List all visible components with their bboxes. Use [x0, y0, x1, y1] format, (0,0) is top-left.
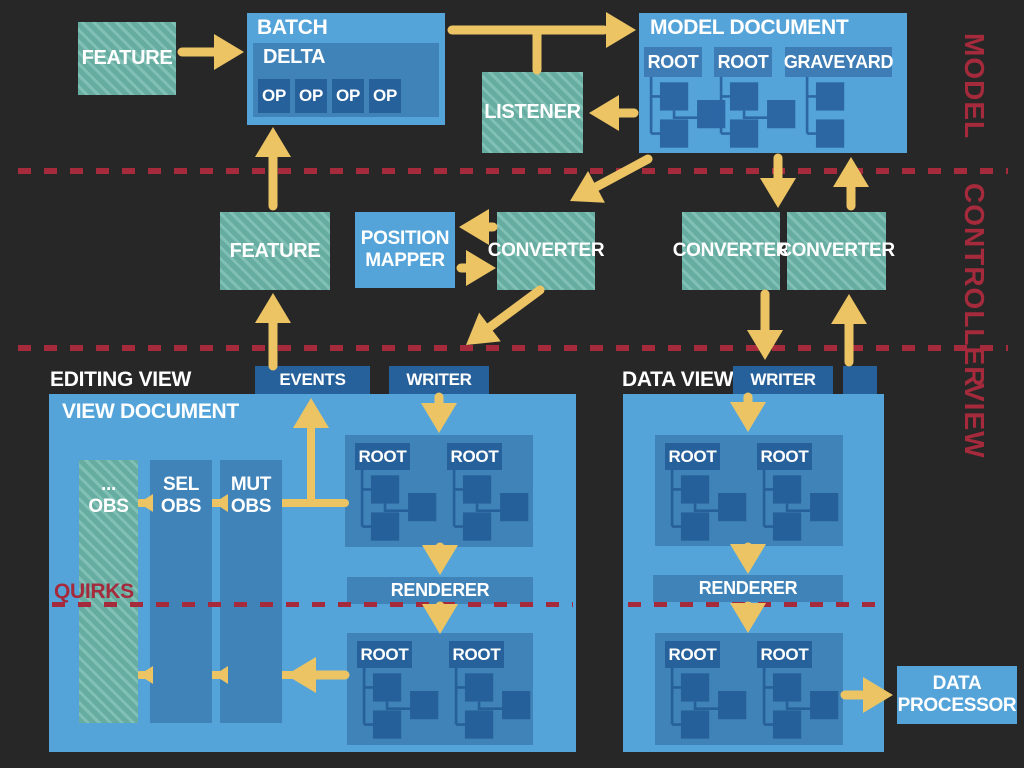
view-root-header: ROOT — [355, 443, 410, 470]
writer-box-editing: WRITER — [389, 366, 489, 394]
renderer-box-data: RENDERER — [653, 575, 843, 602]
arrowhead — [570, 171, 605, 203]
arrowhead — [255, 127, 291, 157]
quirks-divider-editing — [52, 602, 573, 607]
arrowhead — [459, 209, 489, 245]
view-root-header: ROOT — [447, 443, 502, 470]
data-view-title: DATA VIEW — [622, 368, 734, 391]
renderer-box-editing: RENDERER — [347, 577, 533, 604]
observer-mut-column: MUT OBS — [220, 460, 282, 723]
arrow-converter-to-writer — [485, 285, 545, 332]
view-root-tree — [355, 470, 439, 546]
layer-label-model: MODEL — [959, 33, 990, 140]
observer-other-column: ... OBS — [79, 460, 138, 723]
position-mapper-line1: POSITION — [360, 228, 450, 250]
model-root-tree — [714, 77, 798, 153]
arrowhead — [466, 312, 501, 345]
position-mapper-box: POSITION MAPPER — [355, 212, 455, 288]
controller-view-divider — [18, 345, 1008, 351]
model-root-header: ROOT — [714, 47, 772, 77]
op-box: OP — [369, 79, 401, 113]
layer-label-view: VIEW — [959, 383, 990, 459]
data-processor-line2: PROCESSOR — [897, 695, 1017, 716]
arrowhead — [589, 95, 619, 131]
model-document-label: MODEL DOCUMENT — [650, 16, 849, 39]
view-root-tree — [447, 470, 531, 546]
converter-box-left: CONVERTER — [488, 212, 605, 290]
view-root-header: ROOT — [357, 641, 412, 668]
observer-sel-column: SEL OBS — [150, 460, 212, 723]
feature-box-controller: FEATURE — [220, 212, 330, 290]
model-graveyard-header: GRAVEYARD — [784, 47, 893, 77]
view-root-tree — [665, 470, 749, 546]
op-box: OP — [258, 79, 290, 113]
view-root-header: ROOT — [449, 641, 504, 668]
observer-sel-line1: SEL — [162, 474, 200, 495]
view-root-tree — [757, 668, 841, 744]
arrowhead — [606, 12, 636, 48]
converter-box-up: CONVERTER — [778, 212, 895, 290]
data-processor-box: DATA PROCESSOR — [897, 666, 1017, 724]
observer-sel-line2: OBS — [160, 495, 202, 517]
quirks-divider-data — [628, 602, 878, 607]
view-root-header: ROOT — [665, 443, 720, 470]
view-root-header: ROOT — [757, 443, 812, 470]
model-root-header: ROOT — [644, 47, 702, 77]
op-box: OP — [295, 79, 327, 113]
view-root-header: ROOT — [665, 641, 720, 668]
listener-box: LISTENER — [482, 72, 583, 153]
data-view-small-box — [843, 366, 877, 394]
view-root-tree — [449, 668, 533, 744]
observer-other-line1: ... — [101, 474, 116, 495]
view-root-header: ROOT — [757, 641, 812, 668]
writer-box-data: WRITER — [733, 366, 833, 394]
layer-label-controller: CONTROLLER — [959, 183, 990, 388]
events-box: EVENTS — [255, 366, 370, 394]
view-root-tree — [665, 668, 749, 744]
observer-mut-line1: MUT — [230, 474, 272, 495]
model-graveyard-tree — [800, 77, 884, 153]
view-document-label: VIEW DOCUMENT — [62, 400, 239, 423]
arrowhead — [255, 293, 291, 323]
data-processor-line1: DATA — [932, 673, 982, 695]
editing-view-title: EDITING VIEW — [50, 368, 192, 391]
batch-label: BATCH — [257, 16, 328, 39]
quirks-label: QUIRKS — [54, 580, 134, 603]
observer-mut-line2: OBS — [230, 495, 272, 517]
arrowhead — [214, 34, 244, 70]
model-controller-divider — [18, 168, 1008, 174]
delta-label: DELTA — [263, 46, 326, 68]
observer-other-line2: OBS — [88, 495, 129, 517]
view-root-tree — [757, 470, 841, 546]
converter-box-down: CONVERTER — [673, 212, 790, 290]
arrowhead — [760, 178, 796, 208]
view-root-tree — [357, 668, 441, 744]
arrowhead — [831, 294, 867, 324]
op-box: OP — [332, 79, 364, 113]
feature-box-model: FEATURE — [78, 22, 176, 95]
position-mapper-line2: MAPPER — [365, 250, 445, 271]
